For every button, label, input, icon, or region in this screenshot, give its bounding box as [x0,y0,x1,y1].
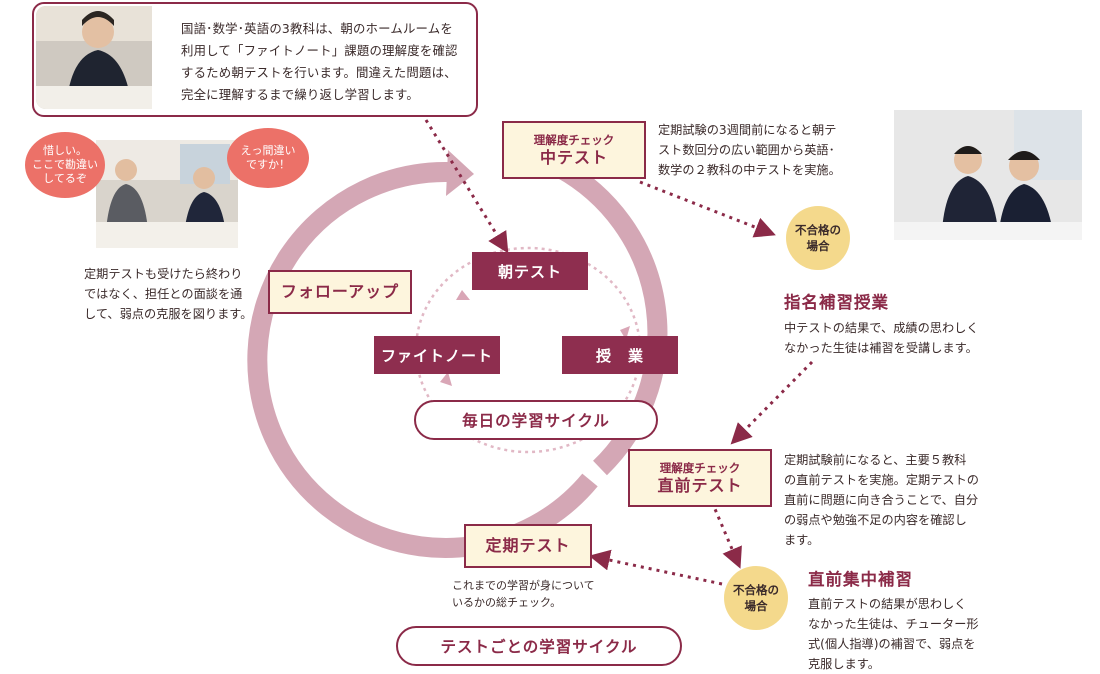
regular-test-description: これまでの学習が身について いるかの総チェック。 [452,577,632,611]
desc-line: の直前テストを実施。定期テストの [784,473,979,487]
regular-test-box: 定期テスト [464,524,592,568]
callout-line: 国語･数学･英語の3教科は、朝のホームルームを [181,21,453,36]
callout-line: 利用して「ファイトノート」課題の理解度を確認 [181,43,458,58]
fail-circle-mid: 不合格の 場合 [786,206,850,270]
pre-test-title: 直前テスト [657,475,743,495]
followup-description: 定期テストも受けたら終わり ではなく、担任との面談を通 して、弱点の克服を図りま… [84,264,264,324]
followup-label: フォローアップ [280,282,400,301]
fight-note-box: ファイトノート [374,336,500,374]
desc-line: いるかの総チェック。 [452,596,562,609]
photo-teacher-interview [96,140,238,248]
class-box: 授 業 [562,336,678,374]
desc-line: 克服します。 [808,657,880,671]
remedial-title: 指名補習授業 [784,293,889,312]
arrow-mid-to-fail [639,180,776,238]
regular-test-label: 定期テスト [485,536,571,555]
intensive-title: 直前集中補習 [808,570,913,589]
desc-line: 定期試験前になると、主要５教科 [784,453,967,467]
callout-line: 完全に理解するまで繰り返し学習します。 [181,87,419,102]
desc-line: 定期試験の3週間前になると朝テ [658,123,837,137]
desc-line: して、弱点の克服を図ります。 [84,307,253,321]
desc-line: 数学の２教科の中テストを実施。 [658,163,841,177]
morning-test-callout: 国語･数学･英語の3教科は、朝のホームルームを 利用して「ファイトノート」課題の… [32,2,478,117]
desc-line: 直前テストの結果が思わしく [808,597,967,611]
bubble-line: 惜しい。 [43,144,87,157]
intensive-description: 直前テストの結果が思わしく なかった生徒は、チューター形 式(個人指導)の補習で… [808,594,1008,674]
fail-line: 場合 [744,599,768,613]
desc-line: なかった生徒は、チューター形 [808,617,979,631]
bubble-line: えっ間違い [240,144,296,157]
pre-test-box: 理解度チェック 直前テスト [628,449,772,507]
desc-line: ではなく、担任との面談を通 [84,287,243,301]
mid-test-sub: 理解度チェック [533,132,615,147]
bubble-line: ですか！ [246,158,290,171]
pre-test-description: 定期試験前になると、主要５教科 の直前テストを実施。定期テストの 直前に問題に向… [784,450,1004,550]
pre-test-sub: 理解度チェック [659,460,741,475]
desc-line: なかった生徒は補習を受講します。 [784,341,978,355]
desc-line: 式(個人指導)の補習で、弱点を [808,637,976,651]
mid-test-box: 理解度チェック 中テスト [502,121,646,179]
photo-students-study [894,110,1082,240]
fail-line: 場合 [806,239,830,253]
speech-bubble-teacher: 惜しい。 ここで勘違い してるぞ [25,132,105,198]
desc-line: スト数回分の広い範囲から英語･ [658,143,835,157]
fail-circle-pre: 不合格の 場合 [724,566,788,630]
arrow-remedial-to-pre [730,360,814,445]
fail-line: 不合格の [795,223,841,237]
desc-line: の弱点や勉強不足の内容を確認し [784,513,967,527]
bubble-line: ここで勘違い [32,158,98,171]
arrow-pre-to-fail2 [710,501,742,569]
desc-line: ます。 [784,533,820,547]
remedial-description: 中テストの結果で、成績の思わしく なかった生徒は補習を受講します。 [784,318,1024,358]
desc-line: 中テストの結果で、成績の思わしく [784,321,979,335]
mid-test-description: 定期試験の3週間前になると朝テ スト数回分の広い範囲から英語･ 数学の２教科の中… [658,120,878,180]
desc-line: これまでの学習が身について [452,579,595,592]
arrow-fail2-to-regular [588,549,723,586]
speech-bubble-student: えっ間違い ですか！ [227,128,309,188]
desc-line: 直前に問題に向き合うことで、自分 [784,493,979,507]
fail-line: 不合格の [733,583,779,597]
morning-test-box: 朝テスト [472,252,588,290]
bubble-line: してるぞ [43,172,87,185]
mid-test-title: 中テスト [539,147,608,167]
photo-student-writing [36,6,152,109]
callout-line: するため朝テストを行います。間違えた問題は、 [181,65,457,80]
followup-box: フォローアップ [268,270,412,314]
desc-line: 定期テストも受けたら終わり [84,267,243,281]
arrow-callout-to-morning [424,119,509,254]
test-cycle-label: テストごとの学習サイクル [396,626,682,666]
daily-cycle-label: 毎日の学習サイクル [414,400,658,440]
